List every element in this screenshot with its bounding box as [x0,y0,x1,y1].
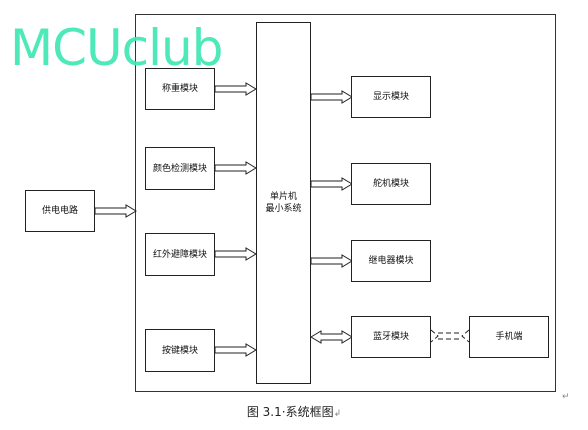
display-module-label: 显示模块 [372,92,409,102]
bluetooth-module-label: 蓝牙模块 [372,332,409,342]
keys-module-block: 按键模块 [145,329,215,372]
display-module-block: 显示模块 [351,76,431,118]
arrow-keys-to-mcu [214,343,257,357]
arrow-mcu-to-display [310,90,353,104]
caption-return-mark: ↲ [333,409,342,419]
arrow-weighing-to-mcu [214,82,257,96]
figure-caption: 图 3.1·系统框图↲ [0,403,588,420]
mcu-label-line1: 单片机 [269,192,297,202]
arrow-mcu-bluetooth [310,330,353,344]
arrow-color-to-mcu [214,161,257,175]
mcuclub-watermark: MCUclub [10,19,223,77]
infrared-avoidance-module-block: 红外避障模块 [145,233,215,276]
relay-module-block: 继电器模块 [351,240,431,282]
power-supply-label: 供电电路 [41,206,78,216]
page-return-mark: ↵ [562,392,570,402]
wireless-link [430,329,470,343]
mcu-label-line2: 最小系统 [265,204,302,214]
infrared-avoidance-module-label: 红外避障模块 [152,249,207,260]
servo-module-block: 舵机模块 [351,163,431,205]
keys-module-label: 按键模块 [161,345,198,356]
arrow-mcu-to-servo [310,177,353,191]
mcu-minimum-system-block: 单片机 最小系统 [256,22,311,384]
arrow-mcu-to-relay [310,254,353,268]
relay-module-label: 继电器模块 [368,256,414,266]
arrow-power-to-system [94,204,137,218]
arrow-infrared-to-mcu [214,247,257,261]
color-detection-module-block: 颜色检测模块 [145,147,215,190]
figure-caption-text: 图 3.1·系统框图 [246,405,334,419]
weighing-module-block: 称重模块 [145,68,215,110]
system-frame [135,14,556,392]
phone-end-label: 手机端 [495,332,523,342]
phone-end-block: 手机端 [469,316,549,358]
weighing-module-label: 称重模块 [161,84,198,94]
servo-module-label: 舵机模块 [372,179,409,189]
power-supply-block: 供电电路 [25,190,95,232]
bluetooth-module-block: 蓝牙模块 [351,316,431,358]
color-detection-module-label: 颜色检测模块 [152,163,207,174]
